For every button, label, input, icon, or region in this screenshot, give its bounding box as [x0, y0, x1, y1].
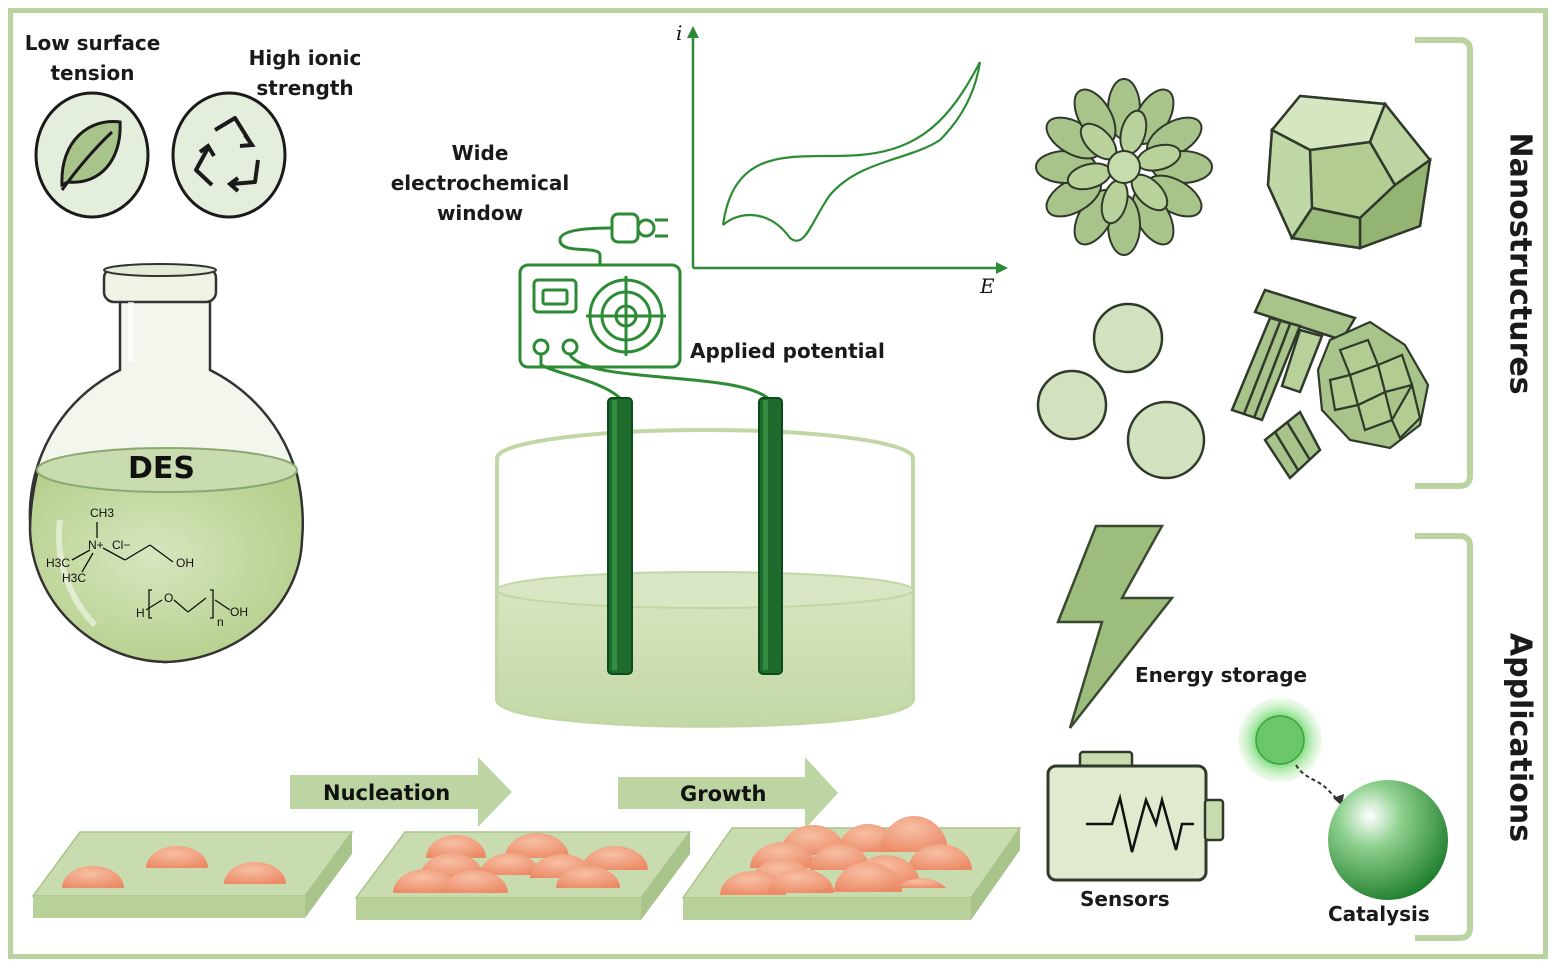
svg-text:OH: OH [176, 556, 194, 570]
svg-text:H: H [136, 606, 145, 620]
substrate-growth [681, 816, 1022, 920]
label-applied-potential: Applied potential [690, 339, 885, 363]
cv-y-axis-label: i [676, 21, 682, 45]
svg-text:H3C: H3C [62, 571, 86, 585]
choline-chloride-molecule: CH3 N+ Cl− OH H3C H3C [46, 506, 194, 585]
des-flask [28, 263, 304, 664]
flask-label: DES [128, 451, 195, 486]
leaf-icon [34, 91, 150, 219]
substrate-initial [31, 831, 354, 918]
sensor-icon [1046, 750, 1225, 882]
nucleation-label: Nucleation [323, 781, 450, 805]
peg-molecule: H O n OH [136, 589, 248, 629]
svg-text:O: O [164, 591, 173, 605]
counter-electrode [758, 397, 783, 675]
applications-bracket [1415, 533, 1473, 941]
electrochemical-beaker [495, 428, 915, 728]
lightning-icon [1056, 524, 1175, 729]
label-sensors: Sensors [1080, 887, 1170, 911]
sphere-nanostructures [1036, 302, 1206, 480]
svg-text:H3C: H3C [46, 556, 70, 570]
svg-text:N+: N+ [88, 538, 104, 552]
flower-nanostructure [1035, 78, 1213, 256]
outer-frame [8, 8, 1548, 959]
svg-text:n: n [217, 615, 224, 629]
growth-arrow [618, 757, 838, 829]
working-electrode [607, 397, 633, 675]
substrate-nucleation [354, 831, 692, 920]
label-energy-storage: Energy storage [1135, 663, 1308, 687]
growth-label: Growth [680, 782, 766, 806]
cv-plot [687, 26, 1008, 274]
svg-text:Cl−: Cl− [112, 538, 130, 552]
cv-x-axis-label: E [979, 274, 995, 298]
svg-text:CH3: CH3 [90, 506, 114, 520]
nucleation-arrow [290, 757, 512, 827]
recycle-icon [171, 91, 287, 219]
rod-nanostructures [1230, 288, 1357, 480]
svg-text:OH: OH [230, 605, 248, 619]
label-catalysis: Catalysis [1328, 902, 1430, 926]
nanostructures-bracket [1415, 37, 1473, 489]
catalysis-icon [1238, 698, 1448, 900]
power-supply-icon [518, 212, 772, 402]
aggregate-nanostructure [1316, 320, 1430, 450]
polyhedron-nanostructure [1266, 94, 1432, 250]
